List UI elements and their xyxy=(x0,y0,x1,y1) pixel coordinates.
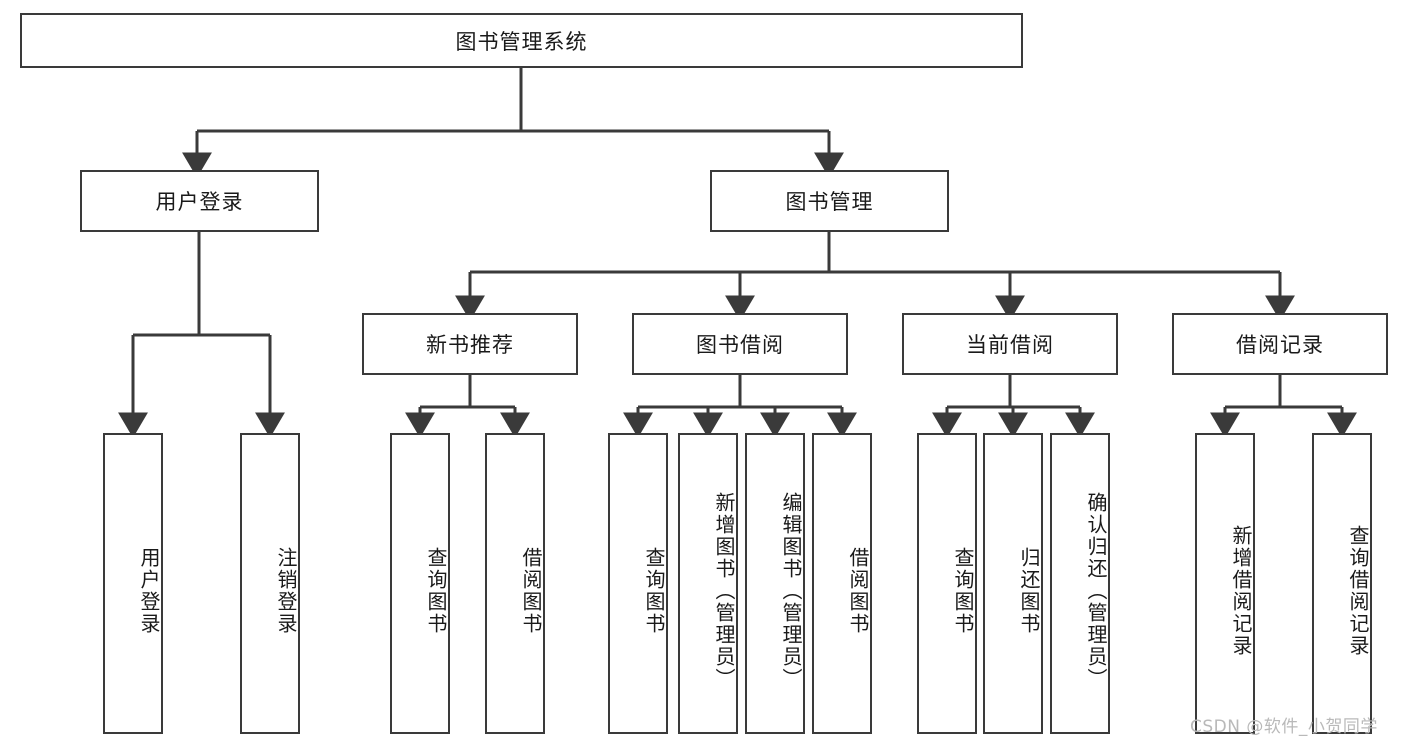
node-label: 借阅记录 xyxy=(1236,333,1324,357)
node-label: 用户登录 xyxy=(137,546,161,635)
node-label: 新书推荐 xyxy=(426,333,514,357)
leaf-confirm-return-admin[interactable]: 确认归还（管理员） xyxy=(1050,433,1110,734)
leaf-logout[interactable]: 注销登录 xyxy=(240,433,300,734)
node-label: 图书管理系统 xyxy=(455,29,588,54)
node-label: 查询图书 xyxy=(424,546,448,635)
leaf-query-book-recommend[interactable]: 查询图书 xyxy=(390,433,450,734)
node-label: 当前借阅 xyxy=(966,333,1054,357)
node-label: 归还图书 xyxy=(1017,546,1041,635)
leaf-user-login[interactable]: 用户登录 xyxy=(103,433,163,734)
node-label: 图书管理 xyxy=(785,190,874,214)
node-book-management[interactable]: 图书管理 xyxy=(710,170,949,232)
leaf-borrow-book[interactable]: 借阅图书 xyxy=(812,433,872,734)
node-label: 注销登录 xyxy=(274,546,298,635)
node-book-borrow[interactable]: 图书借阅 xyxy=(632,313,848,375)
node-label: 查询借阅记录 xyxy=(1346,524,1370,657)
leaf-query-book-current[interactable]: 查询图书 xyxy=(917,433,977,734)
leaf-add-book-admin[interactable]: 新增图书（管理员） xyxy=(678,433,738,734)
node-user-login[interactable]: 用户登录 xyxy=(80,170,319,232)
leaf-query-borrow-record[interactable]: 查询借阅记录 xyxy=(1312,433,1372,734)
node-label: 图书借阅 xyxy=(696,333,784,357)
leaf-add-borrow-record[interactable]: 新增借阅记录 xyxy=(1195,433,1255,734)
node-label: 借阅图书 xyxy=(846,546,870,635)
watermark: CSDN @软件_小贺同学 xyxy=(1190,717,1378,737)
node-borrow-records[interactable]: 借阅记录 xyxy=(1172,313,1388,375)
node-label: 借阅图书 xyxy=(519,546,543,635)
node-label: 确认归还（管理员） xyxy=(1084,491,1108,690)
node-new-book-recommend[interactable]: 新书推荐 xyxy=(362,313,578,375)
node-label: 新增图书（管理员） xyxy=(712,491,736,690)
leaf-return-book[interactable]: 归还图书 xyxy=(983,433,1043,734)
node-current-borrow[interactable]: 当前借阅 xyxy=(902,313,1118,375)
node-label: 查询图书 xyxy=(642,546,666,635)
leaf-borrow-book-recommend[interactable]: 借阅图书 xyxy=(485,433,545,734)
leaf-query-book-borrow[interactable]: 查询图书 xyxy=(608,433,668,734)
node-label: 用户登录 xyxy=(155,190,244,214)
node-label: 查询图书 xyxy=(951,546,975,635)
node-root[interactable]: 图书管理系统 xyxy=(20,13,1023,68)
leaf-edit-book-admin[interactable]: 编辑图书（管理员） xyxy=(745,433,805,734)
node-label: 编辑图书（管理员） xyxy=(779,491,803,690)
node-label: 新增借阅记录 xyxy=(1229,524,1253,657)
